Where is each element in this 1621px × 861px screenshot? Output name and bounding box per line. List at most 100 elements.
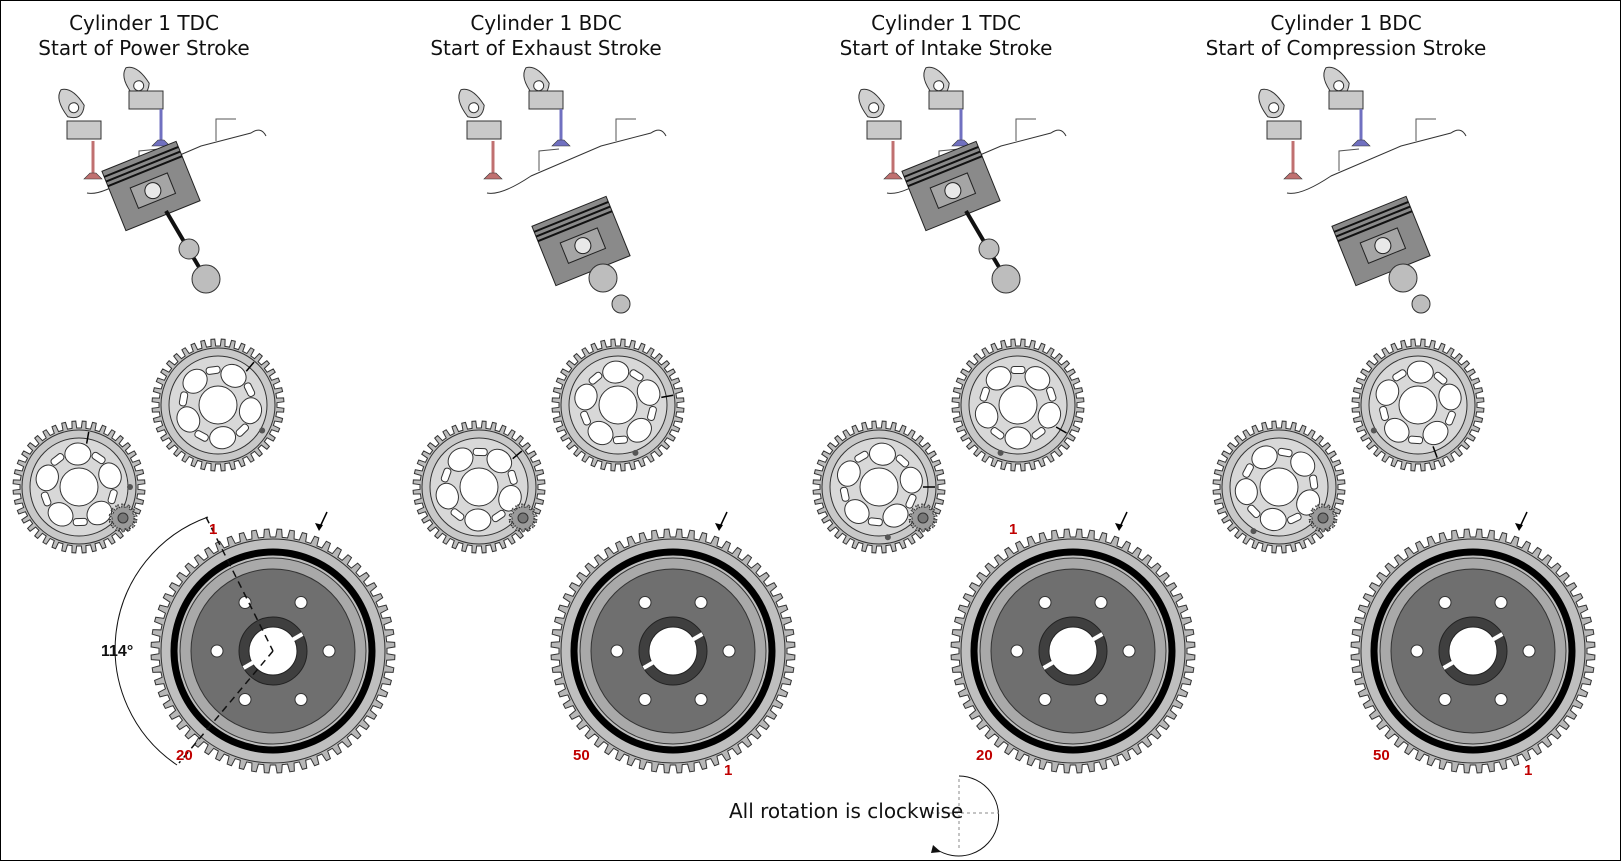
- panel-2-flywheel-bolt-hole: [694, 692, 708, 706]
- panel-1-exhaust-bucket: [66, 120, 102, 140]
- panel-2-intake-valve-head: [551, 139, 571, 147]
- panel-1-flywheel-bolt-hole: [294, 692, 308, 706]
- panel-2-crank-sprocket-hub: [517, 512, 529, 524]
- panel-1-exhaust-cam-gear-timing-dot: [127, 484, 133, 490]
- panel-2-exhaust-valve-head: [483, 172, 503, 180]
- panel-3-exhaust-valve-head: [883, 172, 903, 180]
- panel-3-mark-1: 1: [1009, 521, 1018, 538]
- panel-2-flywheel-black-band: [570, 548, 776, 754]
- panel-3-title: Cylinder 1 TDC Start of Intake Stroke: [756, 11, 1136, 61]
- panel-1-tdc-pointer-head: [315, 523, 323, 531]
- panel-1-exhaust-cam-gear: [12, 420, 146, 554]
- panel-2-exhaust-cam-gear-hub-bore: [459, 467, 499, 507]
- panel-3-exhaust-cam: [858, 88, 885, 119]
- panel-3-intake-bucket: [928, 90, 964, 110]
- panel-4-flywheel-bolt-hole: [1494, 596, 1508, 610]
- panel-3-exhaust-cam-gear-window: [844, 499, 870, 524]
- panel-4-exhaust-cam-gear-window: [1251, 445, 1278, 470]
- panel-2-exhaust-cam-gear-slot: [440, 467, 452, 483]
- panel-3-exhaust-cam-gear-slot: [854, 450, 869, 463]
- panel-1-piston-wrist-pin: [144, 182, 162, 200]
- panel-2-exhaust-cam: [458, 88, 485, 119]
- panel-2-intake-cam-gear-hub-bore: [598, 385, 638, 425]
- panel-1-crank-pin: [191, 264, 221, 294]
- panel-4-exhaust-cam-gear-slot: [1309, 474, 1319, 490]
- panel-1-piston-ring: [105, 150, 181, 183]
- panel-1-intake-cam-gear-slot: [243, 382, 256, 397]
- panel-3-cylinder-head-outline: [886, 129, 1067, 194]
- panel-4-piston: [1331, 195, 1431, 287]
- panel-1-flywheel-key: [242, 660, 255, 670]
- panel-4-cylinder-head-outline: [1286, 129, 1467, 194]
- panel-1-flywheel-bolt-hole: [238, 596, 252, 610]
- panel-2-exhaust-valve: [483, 141, 503, 180]
- panel-1-intake-valve: [151, 109, 171, 147]
- panel-3-flywheel-bolt-hole: [1122, 644, 1136, 658]
- panel-1-intake-cam-gear-window: [220, 363, 247, 388]
- panel-1-exhaust-cam-lobe: [58, 88, 85, 119]
- panel-2-crank-pin: [588, 263, 618, 293]
- panel-4-exhaust-cam-gear-slot: [1287, 512, 1302, 525]
- angle-arc: [114, 516, 209, 766]
- panel-4-exhaust-cam-shaft: [1268, 102, 1280, 114]
- panel-4-flywheel: [1350, 528, 1596, 774]
- panel-4-flywheel-bolt-hole: [1522, 644, 1536, 658]
- panel-3-flywheel-key: [1042, 660, 1055, 670]
- panel-2-title-line2: Start of Exhaust Stroke: [430, 36, 662, 60]
- panel-4-flywheel-key: [1442, 660, 1455, 670]
- panel-1-crank-sprocket: [108, 503, 138, 533]
- panel-3-flywheel-bolt-hole: [1094, 692, 1108, 706]
- panel-2-exhaust-cam-gear-window: [447, 447, 474, 472]
- panel-2-intake-cam-shaft: [533, 80, 545, 92]
- panel-2-piston-ring: [533, 200, 609, 233]
- panel-1-piston: [101, 140, 201, 232]
- panel-3-flywheel: [950, 528, 1196, 774]
- panel-3-exhaust-cam-gear: [812, 420, 946, 554]
- panel-2-flywheel-key: [691, 632, 704, 642]
- panel-2-cylinder-head: [486, 118, 667, 194]
- panel-4-intake-cam-gear-slot: [1379, 405, 1389, 421]
- panel-2-flywheel-key: [642, 660, 655, 670]
- panel-2-intake-cam-gear-timing-arrow: [661, 394, 674, 399]
- panel-4-intake-cam-gear-slot: [1433, 371, 1448, 385]
- panel-4-piston-wrist-pin: [1374, 237, 1392, 255]
- panel-2-piston-ring: [535, 205, 611, 238]
- panel-4-piston-ring: [1337, 210, 1413, 243]
- panel-1-intake-cam-gear-slot: [178, 391, 189, 407]
- panel-1-intake-bucket: [128, 90, 164, 110]
- panel-3-title-line2: Start of Intake Stroke: [839, 36, 1053, 60]
- panel-4-crank-end: [1411, 294, 1431, 314]
- panel-1-intake-cam-gear: [151, 338, 285, 472]
- panel-1-intake-cam-gear-window: [209, 426, 237, 450]
- panel-3-exhaust-cam-gear-slot: [867, 517, 883, 527]
- panel-2-intake-cam-gear-window: [626, 417, 652, 443]
- panel-2-intake-cam-gear-slot: [612, 435, 628, 445]
- rotation-caption: All rotation is clockwise: [729, 799, 964, 823]
- panel-1-exhaust-cam-gear-window: [35, 464, 59, 492]
- panel-4-exhaust-cam-lobe: [1258, 88, 1285, 119]
- panel-2-intake-cam-gear-slot: [580, 410, 592, 426]
- panel-1-crank-sprocket-hub: [117, 512, 129, 524]
- panel-2-intake-cam-gear-window: [574, 383, 598, 411]
- panel-2-flywheel-bolt-hole: [638, 596, 652, 610]
- panel-1-mark-1: 1: [209, 521, 218, 538]
- panel-4-intake-bucket: [1328, 90, 1364, 110]
- rotation-arrow-head: [931, 845, 941, 853]
- panel-1-rod-joint: [178, 238, 200, 260]
- panel-2-exhaust-cam-gear-timing-arrow: [512, 450, 523, 460]
- panel-3-flywheel-bolt-hole: [1038, 596, 1052, 610]
- panel-4-intake-cam-gear-hub-bore: [1398, 385, 1438, 425]
- panel-4-intake-valve-head: [1351, 139, 1371, 147]
- panel-3-flywheel-black-band: [970, 548, 1176, 754]
- panel-3-exhaust-cam-gear-timing-dot: [884, 534, 891, 541]
- panel-4-cylinder-head: [1286, 118, 1467, 194]
- panel-1-title-line2: Start of Power Stroke: [38, 36, 250, 60]
- panel-3-intake-cam-shaft: [933, 80, 945, 92]
- panel-4-intake-cam-gear-timing-dot: [1370, 427, 1377, 434]
- panel-2-intake-cam-gear-slot: [629, 369, 644, 382]
- panel-4-exhaust-valve-head: [1283, 172, 1303, 180]
- panel-2-exhaust-cam-gear-window: [464, 508, 492, 532]
- panel-2-exhaust-cam-gear-slot: [450, 508, 465, 521]
- panel-1-flywheel-bolt-hole: [238, 692, 252, 706]
- panel-3-exhaust-cam-gear-window: [836, 460, 861, 487]
